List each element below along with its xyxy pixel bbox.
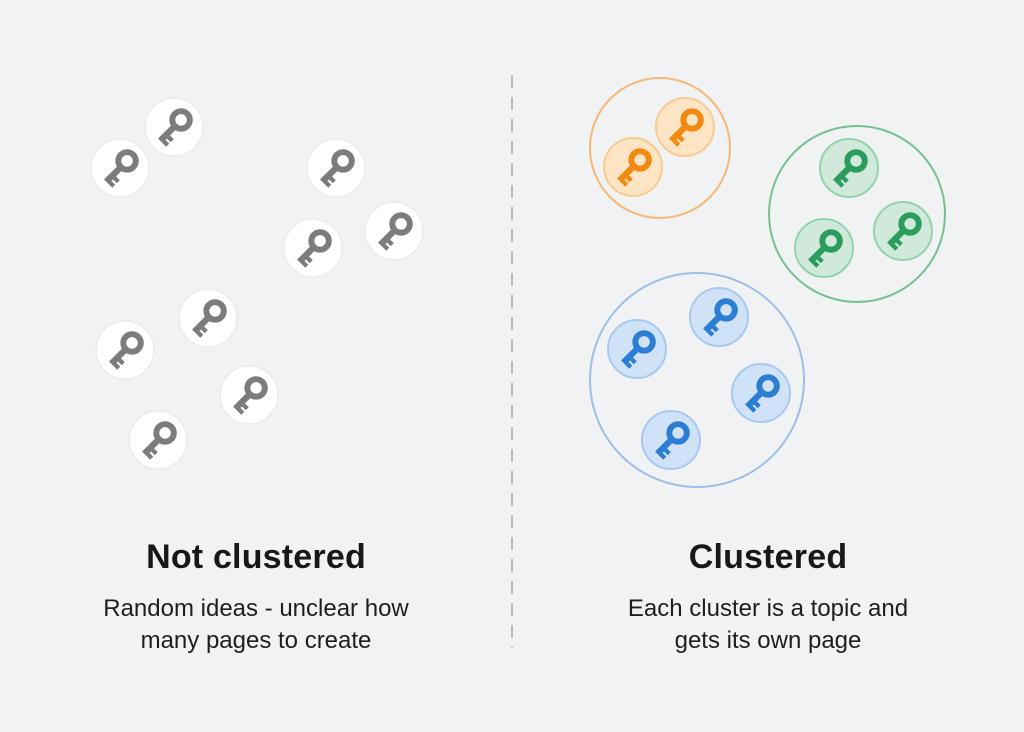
key-icon (378, 212, 413, 251)
key-icon (192, 299, 227, 338)
cluster-orange (589, 77, 731, 219)
key-icon (669, 108, 704, 147)
key-icon (104, 149, 139, 188)
cluster-circle (768, 125, 946, 303)
clustered-keys-group (589, 77, 946, 488)
key-icon (158, 108, 193, 147)
right-title: Clustered (688, 538, 848, 576)
unclustered-keys-group (90, 97, 424, 470)
key-icon (617, 148, 652, 187)
key-icon (297, 229, 332, 268)
key-icon (808, 229, 843, 268)
key-icon (655, 421, 690, 460)
left-title: Not clustered (146, 538, 366, 576)
key-icon (833, 149, 868, 188)
key-icon (887, 212, 922, 251)
key-icon (745, 374, 780, 413)
cluster-green (768, 125, 946, 303)
cluster-circle (589, 77, 731, 219)
key-icon (109, 331, 144, 370)
key-icon (233, 376, 268, 415)
key-icon (621, 330, 656, 369)
cluster-circle (589, 272, 805, 488)
key-icon (142, 421, 177, 460)
cluster-blue (589, 272, 805, 488)
left-caption: Not clustered Random ideas - unclear how… (0, 538, 512, 657)
key-icon (703, 298, 738, 337)
key-icon (320, 149, 355, 188)
